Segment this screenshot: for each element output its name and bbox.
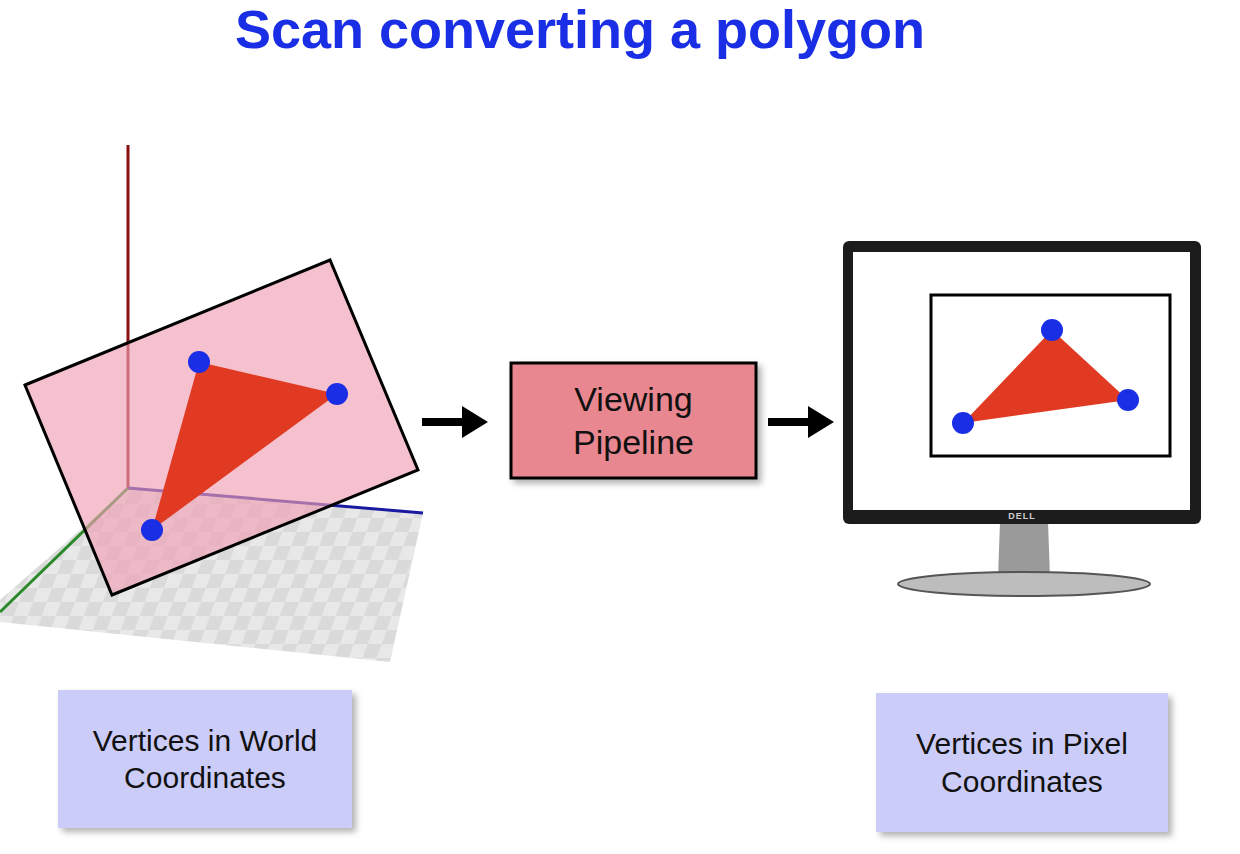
brand-logo: DELL — [1008, 511, 1036, 521]
label-box: Vertices in World Coordinates — [58, 690, 352, 828]
vertex — [326, 383, 348, 405]
process-box: Viewing Pipeline — [511, 363, 756, 478]
vertex — [188, 351, 210, 373]
node-text: Vertices in Pixel Coordinates — [890, 725, 1154, 800]
label-panel — [876, 693, 1168, 832]
arrow — [768, 406, 834, 438]
plane — [25, 260, 418, 595]
node-text: Viewing Pipeline — [525, 378, 742, 463]
title: Scan converting a polygon — [235, 0, 925, 60]
node-text: Vertices in World Coordinates — [72, 722, 338, 797]
vertex — [141, 519, 163, 541]
world-triangle — [152, 362, 337, 530]
label-panel — [58, 690, 352, 828]
label-box: Vertices in Pixel Coordinates — [876, 693, 1168, 832]
monitor — [843, 241, 1201, 596]
arrow — [422, 406, 488, 438]
process-box-fill — [511, 363, 756, 478]
